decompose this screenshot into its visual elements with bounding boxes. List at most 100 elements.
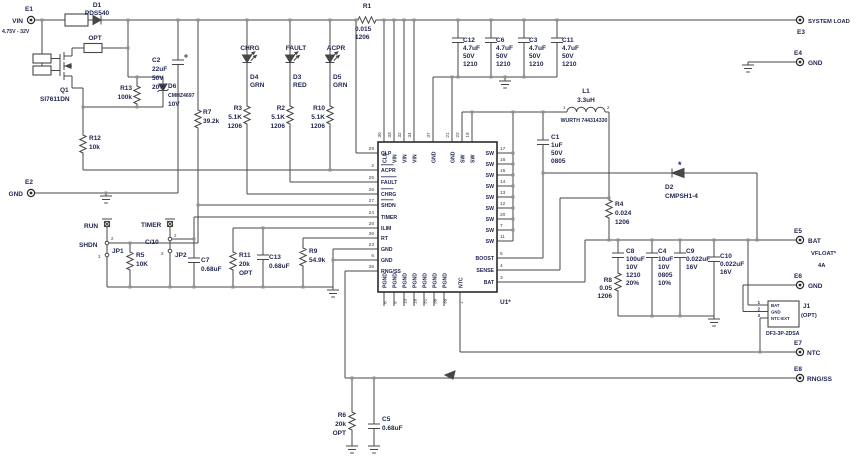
u1-pin-label: SW [486,195,494,201]
r11-note: OPT [239,270,252,277]
wire-shdn-timer [106,20,334,290]
r6-resistor-icon [348,409,356,433]
junction-dot [511,110,515,114]
junction-dot [231,285,235,289]
d3-color: RED [293,82,307,89]
u1-pin-number: 21 [445,132,451,138]
terminal-e8-rngss [795,373,805,383]
u1-pin-label: BAT [484,280,495,286]
junction-dot [135,75,139,79]
u1-pin-number: 26 [369,187,375,193]
junction-dot [40,18,44,22]
junction-dot [176,18,180,22]
junction-dot [328,168,332,172]
u1-pin-label: NTC [459,277,465,288]
j1-pin2-label: GND [771,310,781,315]
acpr-net: ACPR [327,45,346,52]
r7-ref: R7 [203,109,212,116]
j1-pin2-num: 2 [758,307,761,312]
c6-v: 50V [496,53,508,60]
ground-icon [741,64,755,73]
d4-color: GRN [250,82,265,89]
junction-dot [541,171,545,175]
u1-pin-group: 29CLP2ACPR25FAULT26CHRG27SHDN24TIMER28IL… [369,132,506,304]
u1-pin-number: 24 [369,210,375,216]
terminal-e4-gnd [795,57,805,67]
c4-ref: C4 [658,248,667,255]
r1-resistor-icon [355,16,379,24]
u1-pin-label: PGND [423,273,429,288]
junction-dot [196,18,200,22]
r10-pkg: 1206 [311,123,326,130]
junction-dot [470,110,474,114]
wires [35,19,796,446]
junction-dot [126,18,130,22]
symbols [26,13,805,454]
junction-dot [382,18,386,22]
junction-dot [261,226,265,230]
j1-connector-body [767,300,800,328]
r10-val: 5.1K [311,114,325,121]
u1-pin-label: ACPR [381,168,396,174]
junction-dot [678,314,682,318]
junction-dot [168,285,172,289]
junction-dot [511,228,515,232]
c1-val: 1uF [551,142,563,149]
c7-capacitor-icon [187,257,201,263]
u1-pin-label: SW [486,239,494,245]
c8-capacitor-icon [611,252,625,258]
u1-pin-label: SW [486,217,494,223]
r1-ref: R1 [363,3,372,10]
junction-dot [392,18,396,22]
chrg-net: CHRG [240,45,259,52]
u1-pin-number: 12 [500,201,506,207]
u1-pin-number: 16 [500,157,506,163]
u1-pin-label: SENSE [476,268,494,274]
u1-pin-label: RT [381,236,389,242]
l1-pin2: 2 [607,105,610,110]
junction-dot [288,18,292,22]
c8-pkg: 1210 [626,272,641,279]
u1-pin-label: SHDN [381,203,396,209]
c6-ref: C6 [496,37,505,44]
ground-icon [498,80,512,89]
terminal-e7-ntc [795,347,805,357]
u1-pin-number: 31 [423,298,429,304]
c10-val: 0.022uF [720,261,744,268]
e6-id: E6 [794,273,802,280]
junction-dot [489,75,493,79]
jp2-pin3: 3 [161,251,164,256]
c3-ref: C3 [529,37,538,44]
r11-resistor-icon [229,249,237,273]
junction-dot [607,196,611,200]
e8-id: E8 [794,366,802,373]
c2-ref: C2 [152,57,161,64]
u1-pin-label: SW [486,162,494,168]
jp1-shdn: SHDN [79,242,98,249]
c9-val: 0.022uF [686,256,710,263]
junction-dot [522,18,526,22]
junction-dot [503,75,507,79]
c3-val: 4.7uF [529,45,546,52]
r2-val: 5.1K [271,114,285,121]
e2-name: GND [9,191,24,198]
junction-dot [650,314,654,318]
r6-ref: R6 [338,412,347,419]
c5-ref: C5 [382,416,391,423]
u1-pin-label: BOOST [476,256,495,262]
c11-val: 4.7uF [562,45,579,52]
u1-pin-number: 15 [500,168,506,174]
junction-dot [511,162,515,166]
u1-pin-label: CLP [381,151,392,157]
d1-opt-resistor-body [64,13,89,27]
u1-pin-label: PGND [433,273,439,288]
e4-name: GND [808,60,823,67]
d2-star: * [678,160,682,170]
d1-val: PDS540 [85,10,110,17]
ground-icon [707,318,721,327]
j1-note: (OPT) [801,313,817,319]
r2-ref: R2 [277,105,286,112]
u1-pin-label: PGND [413,273,419,288]
